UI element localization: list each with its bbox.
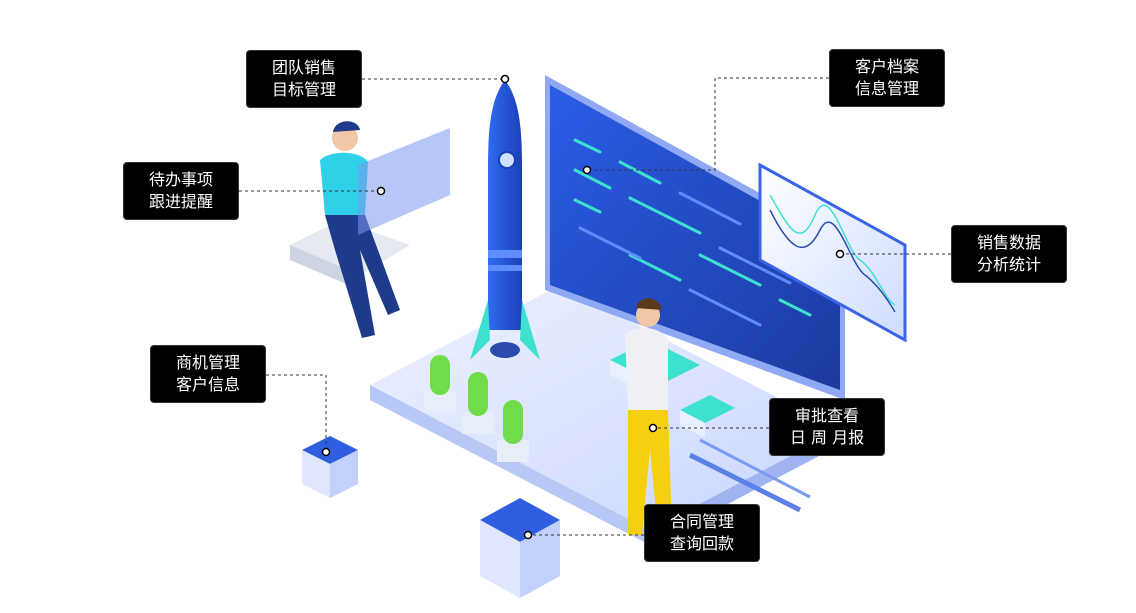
callout-line: 审批查看 — [794, 406, 859, 425]
callout-line: 销售数据 — [976, 233, 1041, 252]
monitor — [545, 75, 845, 400]
plants — [424, 355, 529, 462]
standing-person — [625, 298, 672, 535]
rocket — [470, 80, 540, 360]
callout-line: 合同管理 — [669, 512, 734, 531]
callout-line: 客户信息 — [175, 375, 240, 394]
callout-customer-files: 客户档案 信息管理 — [829, 49, 945, 107]
callout-opportunity: 商机管理 客户信息 — [150, 345, 266, 403]
sitting-person — [290, 121, 450, 338]
callout-line: 信息管理 — [854, 79, 919, 98]
callout-team-sales: 团队销售 目标管理 — [246, 50, 362, 108]
callout-line: 目标管理 — [271, 80, 336, 99]
leader-lines — [239, 77, 951, 536]
chart-panel — [758, 162, 907, 343]
callout-line: 分析统计 — [976, 255, 1041, 274]
callout-line: 跟进提醒 — [148, 192, 213, 211]
callout-line: 日 周 月报 — [789, 428, 865, 447]
cubes — [302, 436, 560, 598]
callout-line: 查询回款 — [669, 534, 734, 553]
anchor-dots — [321, 74, 845, 540]
callout-line: 客户档案 — [854, 57, 919, 76]
callout-contract: 合同管理 查询回款 — [644, 504, 760, 562]
callout-approval: 审批查看 日 周 月报 — [769, 398, 885, 456]
callout-sales-data: 销售数据 分析统计 — [951, 225, 1067, 283]
callout-line: 团队销售 — [271, 58, 336, 77]
callout-line: 商机管理 — [175, 353, 240, 372]
callout-line: 待办事项 — [148, 170, 213, 189]
callout-todo: 待办事项 跟进提醒 — [123, 162, 239, 220]
